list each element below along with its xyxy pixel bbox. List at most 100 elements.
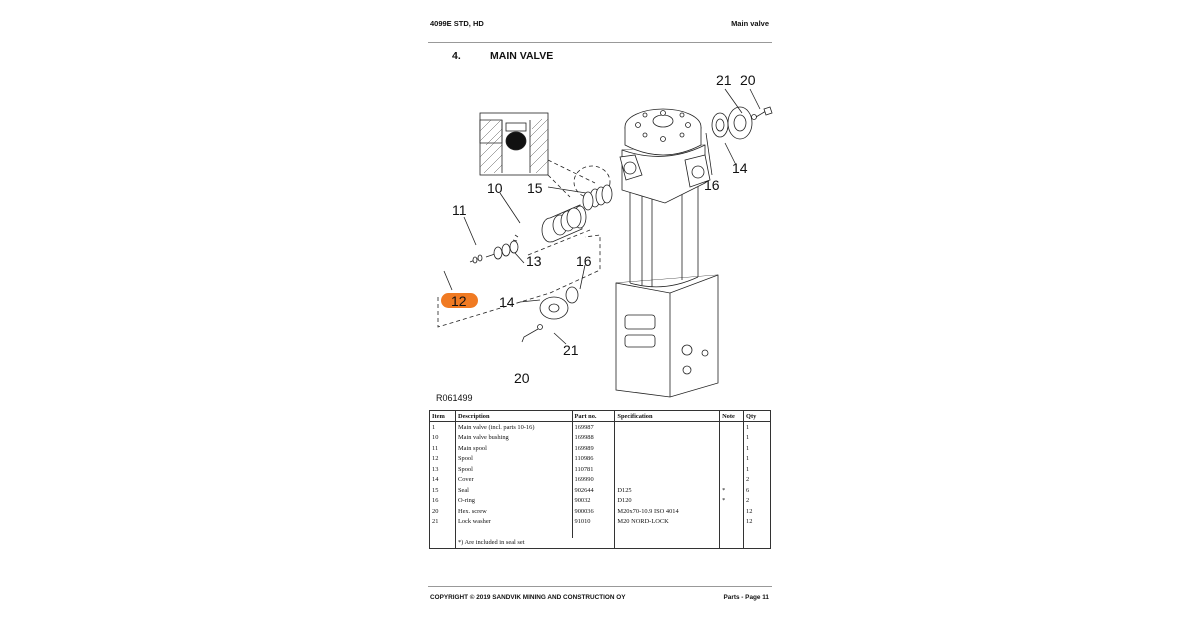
cell-qty: 1 [743,432,771,443]
cell-specification [614,453,721,464]
callout-10[interactable]: 10 [487,180,503,196]
section-title: 4. MAIN VALVE [452,50,553,62]
cell-description: Spool [454,453,573,464]
callout-21-lower[interactable]: 21 [563,342,579,358]
cell-item: 10 [429,432,456,443]
col-header-qty: Qty [743,410,771,422]
table-row: 16 O-ring 90032 D120 * 2 [429,495,771,506]
section-number: 4. [452,50,461,62]
callout-11[interactable]: 11 [452,202,467,218]
cell-item: 16 [429,495,456,506]
cell-part-no: 169990 [571,474,616,485]
drawing-code: R061499 [436,393,473,403]
cell-qty: 1 [743,443,771,454]
cell-description: Cover [454,474,573,485]
cell-qty: 12 [743,506,771,517]
cell-description: Hex. screw [454,506,573,517]
col-header-item: Item [429,410,456,422]
cell-note [719,516,745,527]
cell-qty: 2 [743,474,771,485]
cell-note: * [719,495,745,506]
callout-15[interactable]: 15 [527,180,543,196]
cell-specification: D125 [614,485,721,496]
table-header-row: Item Description Part no. Specification … [429,410,771,422]
table-footnote-row: *) Are included in seal set [429,537,771,549]
cell-qty: 1 [743,464,771,475]
callout-14-lower[interactable]: 14 [499,294,515,310]
cell-specification [614,464,721,475]
cell-qty: 12 [743,516,771,527]
header-model: 4099E STD, HD [430,19,484,28]
table-row: 14 Cover 169990 2 [429,474,771,485]
upper-cover-parts [711,106,773,140]
cell-qty: 6 [743,485,771,496]
callout-12[interactable]: 12 [451,293,467,309]
col-header-description: Description [454,410,573,422]
col-header-part-no: Part no. [571,410,616,422]
callout-20-upper[interactable]: 20 [740,72,756,88]
cell-qty: 1 [743,421,771,433]
cell-part-no: 110781 [571,464,616,475]
cell-qty: 2 [743,495,771,506]
cell-specification: M20x70-10.9 ISO 4014 [614,506,721,517]
cell-note [719,464,745,475]
cell-description: Lock washer [454,516,573,527]
table-row: 12 Spool 110986 1 [429,453,771,464]
table-spacer-row [429,527,771,538]
cell-item: 13 [429,464,456,475]
cell-description: Seal [454,485,573,496]
cell-item: 21 [429,516,456,527]
cell-item: 11 [429,443,456,454]
cell-part-no: 90032 [571,495,616,506]
cell-description: Main spool [454,443,573,454]
callout-20-lower[interactable]: 20 [514,370,530,386]
cell-specification: M20 NORD-LOCK [614,516,721,527]
cell-description: Main valve (incl. parts 10-16) [454,421,573,433]
valve-body [615,108,719,398]
cell-part-no: 900036 [571,506,616,517]
table-row: 15 Seal 902644 D125 * 6 [429,485,771,496]
callout-16-lower[interactable]: 16 [576,253,592,269]
table-row: 11 Main spool 169989 1 [429,443,771,454]
footer-page-number: Parts - Page 11 [723,594,769,601]
section-title-text: MAIN VALVE [490,50,554,62]
cell-note: * [719,485,745,496]
cell-note [719,506,745,517]
col-header-note: Note [719,410,745,422]
cell-description: O-ring [454,495,573,506]
cell-part-no: 169989 [571,443,616,454]
cell-note [719,432,745,443]
callout-16-upper[interactable]: 16 [704,177,720,193]
callout-13[interactable]: 13 [526,253,542,269]
cell-note [719,453,745,464]
cell-specification: D120 [614,495,721,506]
cell-qty: 1 [743,453,771,464]
seal-detail-inset [479,112,549,176]
cell-item: 1 [429,421,456,433]
cell-note [719,443,745,454]
manual-page: 4099E STD, HD Main valve 4.MAIN VALVE [420,0,780,630]
cell-description: Main valve bushing [454,432,573,443]
callout-21-upper[interactable]: 21 [716,72,732,88]
cell-specification [614,421,721,433]
cell-item: 20 [429,506,456,517]
table-footnote: *) Are included in seal set [454,537,616,549]
callout-14-upper[interactable]: 14 [732,160,748,176]
cell-part-no: 169988 [571,432,616,443]
cell-specification [614,432,721,443]
cell-item: 14 [429,474,456,485]
cell-part-no: 110986 [571,453,616,464]
table-row: 21 Lock washer 91010 M20 NORD-LOCK 12 [429,516,771,527]
table-row: 10 Main valve bushing 169988 1 [429,432,771,443]
cell-note [719,474,745,485]
header-rule [428,42,772,43]
spool-assembly [469,184,613,343]
table-row: 1 Main valve (incl. parts 10-16) 169987 … [429,421,771,433]
cell-specification [614,474,721,485]
highlighted-callout-marker [441,293,478,308]
footer-rule [428,586,772,587]
exploded-view-drawing: 21 20 14 16 10 15 11 13 16 14 12 21 20 [437,72,773,398]
cell-note [719,421,745,433]
col-header-specification: Specification [614,410,721,422]
cell-item: 15 [429,485,456,496]
